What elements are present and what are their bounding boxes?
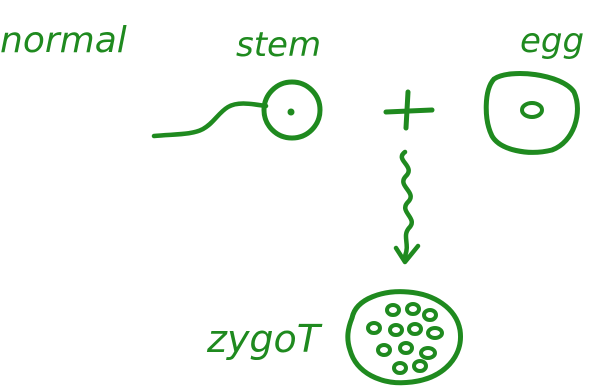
label-zygote: zygoT	[206, 317, 323, 361]
label-sperm: stem	[236, 25, 321, 65]
arrow-head	[393, 243, 421, 265]
squiggle-arrow	[393, 149, 421, 265]
sperm-drawing	[151, 79, 323, 141]
egg-cell	[483, 71, 580, 155]
sperm-nucleus	[287, 108, 295, 116]
plus-sign	[383, 89, 435, 131]
label-egg: egg	[520, 21, 584, 61]
zygote-cell	[345, 289, 463, 386]
egg-drawing	[483, 71, 580, 155]
zygote-drawing	[345, 289, 463, 386]
egg-nucleus	[520, 101, 544, 119]
sperm-tail	[151, 101, 269, 139]
sperm-head	[261, 79, 323, 141]
label-normal: normal	[0, 20, 127, 61]
